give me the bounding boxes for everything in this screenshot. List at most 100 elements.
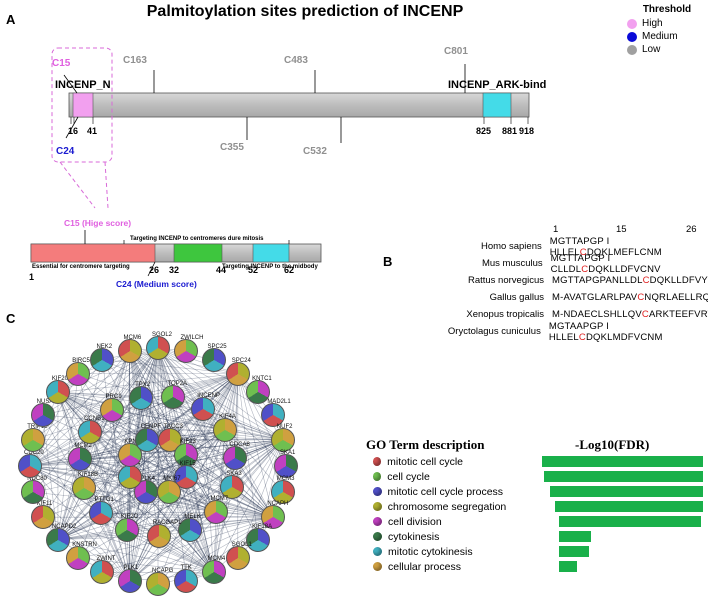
network-edge — [146, 439, 274, 518]
network-node-label: KIF23 — [179, 439, 196, 446]
network-edge — [29, 409, 112, 467]
network-edge — [190, 516, 274, 530]
go-term-row: cytokinesis — [373, 529, 703, 544]
network-node — [21, 480, 46, 505]
alignment-row: Mus musculus MGTTAPGP I CLLDLCDQKLLDFVCN… — [407, 252, 708, 275]
network-edge — [203, 408, 283, 441]
network-node — [45, 380, 70, 405]
go-term-bar — [559, 561, 577, 572]
go-term-bar — [555, 501, 703, 512]
go-term-ball-icon — [373, 532, 382, 541]
network-node — [246, 527, 271, 552]
network-edge — [129, 512, 217, 582]
protein-bar — [68, 92, 530, 118]
network-edge — [158, 516, 274, 537]
network-edge — [157, 347, 217, 513]
network-edge — [89, 350, 130, 432]
go-term-ball-icon — [373, 502, 382, 511]
network-edge — [157, 347, 259, 540]
network-edge — [89, 347, 159, 432]
domain-c-box — [482, 92, 512, 118]
zoom-tick-1: 1 — [29, 272, 35, 282]
network-node-label: NUF2 — [276, 423, 293, 430]
network-node-label: MELK — [184, 513, 201, 520]
network-edge — [129, 350, 233, 488]
go-term-row: mitotic cell cycle process — [373, 484, 703, 499]
network-edge — [157, 347, 283, 440]
go-term-bar — [549, 486, 703, 497]
network-node-label: ZWINT — [96, 556, 116, 563]
go-term-label: mitotic cytokinesis — [388, 545, 473, 558]
network-node — [213, 418, 238, 443]
network-edge — [57, 350, 130, 540]
align-pos-15: 15 — [616, 224, 627, 235]
network-node-label: KIF2C — [120, 514, 138, 521]
network-node-label: CDCA8 — [229, 442, 250, 449]
network-edge — [129, 529, 191, 582]
network-node-label: SKA1 — [280, 450, 296, 456]
network-edge — [146, 347, 159, 492]
network-edge — [129, 572, 214, 582]
go-term-ball-icon — [373, 457, 382, 466]
network-edge — [78, 516, 274, 559]
network-edge — [90, 431, 283, 441]
zoom-c15-label: C15 (Hige score) — [64, 218, 132, 228]
network-node-label: SGOL2 — [152, 332, 173, 338]
protein-diagram — [30, 47, 530, 277]
network-edge — [29, 465, 217, 513]
network-node-label: KIF18B — [78, 472, 99, 479]
network-node-label: RACGAP1 — [152, 519, 182, 526]
network-edge — [100, 347, 159, 514]
network-node — [270, 480, 295, 505]
network-edge — [80, 459, 214, 573]
network-edge — [78, 373, 283, 441]
sequence: MGTTAPGP I CLLDLCDQKLLDFVCNV — [550, 252, 661, 275]
network-node — [134, 428, 159, 453]
network-edge — [213, 439, 284, 573]
go-term-bar — [559, 531, 592, 542]
network-edge — [111, 409, 217, 513]
zoom-left-label: Essential for centromere targeting — [32, 264, 130, 270]
network-edge — [100, 430, 226, 514]
network-node — [30, 505, 55, 530]
site-c532: C532 — [303, 146, 327, 157]
network-edge — [190, 430, 226, 530]
network-edge — [57, 392, 236, 459]
alignment-row: Oryctolagus cuniculus MGTAAPGP I HLLELCD… — [407, 321, 708, 343]
network-node — [146, 336, 170, 360]
zoom-region-green — [173, 243, 223, 263]
network-edge — [57, 535, 159, 540]
network-edge — [57, 539, 214, 573]
network-edge — [57, 392, 186, 478]
go-term-ball-icon — [373, 472, 382, 481]
species-name: Mus musculus — [481, 258, 543, 269]
network-node-label: PLK1 — [123, 565, 139, 572]
network-edge — [129, 440, 170, 582]
zoom-region-essential — [30, 243, 156, 263]
network-edge — [57, 392, 128, 531]
species-name: Gallus gallus — [489, 292, 544, 303]
alignment-block: Homo sapiens MGTTAPGP I HLLELCDQKLMEFLCN… — [407, 236, 708, 343]
network-edge — [29, 392, 59, 467]
network-node-label: KNSTRN — [72, 542, 97, 549]
network-edge — [273, 439, 284, 518]
network-edge — [42, 414, 59, 540]
network-edge — [29, 359, 103, 467]
network-node — [178, 517, 203, 542]
network-edge — [100, 513, 274, 518]
network-edge — [186, 373, 239, 582]
network-node-label: NDC80 — [27, 476, 47, 483]
network-edge — [157, 347, 238, 375]
network-edge — [80, 397, 142, 460]
network-edge — [111, 409, 226, 431]
network-edge — [77, 347, 159, 559]
network-node-label: TTK — [180, 565, 192, 572]
network-edge — [140, 397, 226, 431]
domain-n-box — [72, 92, 94, 118]
alignment-row: Xenopus tropicalis M-NDAECLSHLLQVCARKTEE… — [407, 306, 708, 323]
zoom-tick-44: 44 — [216, 265, 227, 275]
network-edge — [89, 431, 128, 531]
network-edge — [130, 439, 283, 477]
zoom-tick-26: 26 — [149, 265, 160, 275]
legend-item-low: Low — [627, 43, 707, 56]
